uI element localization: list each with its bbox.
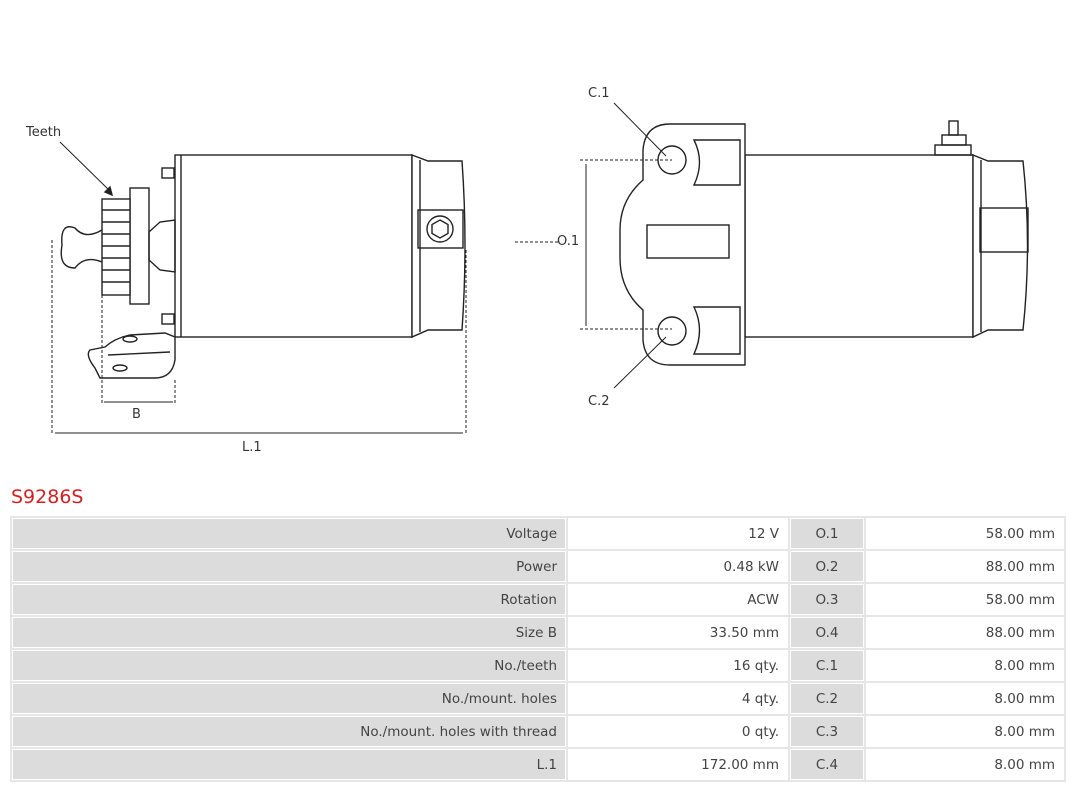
dimension-value: 58.00 mm xyxy=(866,584,1064,615)
dimension-code: O.1 xyxy=(790,518,864,549)
label-l1: L.1 xyxy=(242,440,262,455)
dimension-code: C.2 xyxy=(790,683,864,714)
spec-label: Power xyxy=(12,551,566,582)
spec-value: 172.00 mm xyxy=(568,749,788,780)
dimension-code: C.1 xyxy=(790,650,864,681)
dimension-code: O.4 xyxy=(790,617,864,648)
dimension-value: 8.00 mm xyxy=(866,749,1064,780)
spec-label: Rotation xyxy=(12,584,566,615)
spec-value: 16 qty. xyxy=(568,650,788,681)
dimension-value: 88.00 mm xyxy=(866,551,1064,582)
dimension-value: 8.00 mm xyxy=(866,716,1064,747)
spec-label: No./teeth xyxy=(12,650,566,681)
technical-drawing: Teeth B L.1 C.1 C.2 O.1 xyxy=(25,86,1029,455)
dimension-value: 8.00 mm xyxy=(866,683,1064,714)
label-teeth: Teeth xyxy=(25,125,61,140)
side-view: Teeth B L.1 xyxy=(25,125,467,455)
dimension-code: O.3 xyxy=(790,584,864,615)
dimension-value: 58.00 mm xyxy=(866,518,1064,549)
spec-value: 0.48 kW xyxy=(568,551,788,582)
spec-label: Size B xyxy=(12,617,566,648)
front-view: C.1 C.2 O.1 xyxy=(515,86,1029,409)
label-c2: C.2 xyxy=(588,394,609,409)
spec-label: No./mount. holes xyxy=(12,683,566,714)
spec-value: 0 qty. xyxy=(568,716,788,747)
label-c1: C.1 xyxy=(588,86,609,101)
product-code: S9286S xyxy=(11,486,84,508)
label-o1: O.1 xyxy=(557,234,579,249)
spec-value: 12 V xyxy=(568,518,788,549)
spec-label: L.1 xyxy=(12,749,566,780)
spec-value: 33.50 mm xyxy=(568,617,788,648)
label-b: B xyxy=(132,407,141,422)
spec-label: No./mount. holes with thread xyxy=(12,716,566,747)
dimension-value: 88.00 mm xyxy=(866,617,1064,648)
dimension-value: 8.00 mm xyxy=(866,650,1064,681)
spec-value: ACW xyxy=(568,584,788,615)
dimension-code: C.3 xyxy=(790,716,864,747)
dimension-code: C.4 xyxy=(790,749,864,780)
spec-label: Voltage xyxy=(12,518,566,549)
spec-value: 4 qty. xyxy=(568,683,788,714)
dimension-code: O.2 xyxy=(790,551,864,582)
